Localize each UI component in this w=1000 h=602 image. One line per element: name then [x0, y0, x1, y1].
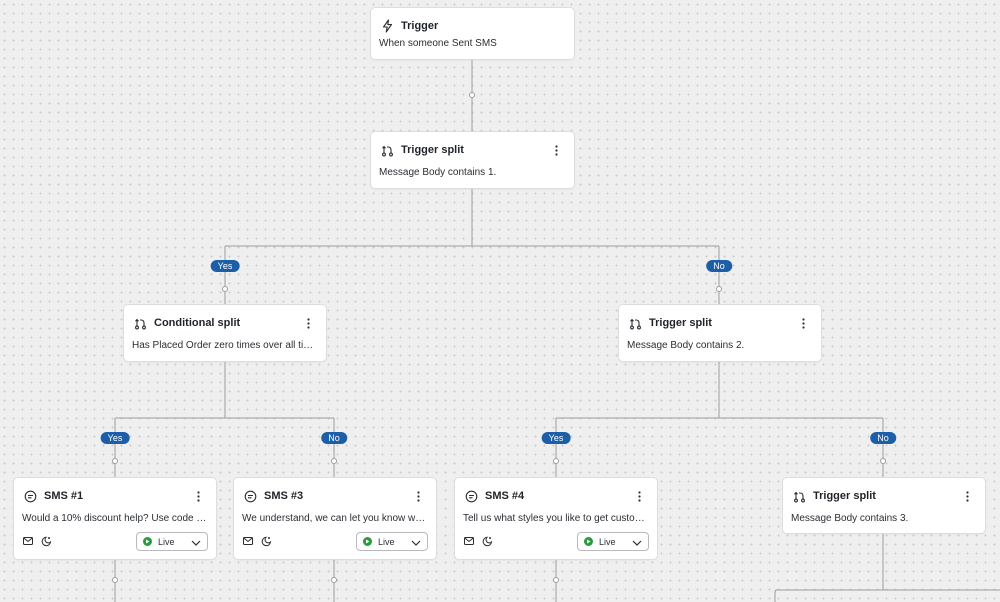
smart-sending-icon	[260, 535, 272, 547]
more-options-icon[interactable]	[797, 315, 809, 331]
status-label: Live	[158, 536, 175, 547]
node-title: SMS #1	[44, 490, 84, 502]
node-description: Tell us what styles you like to get cust…	[463, 513, 649, 524]
node-title: Trigger	[401, 20, 439, 32]
trigger-split-node[interactable]: Trigger split Message Body contains 1.	[371, 132, 574, 188]
trigger-split-node[interactable]: Trigger split Message Body contains 2.	[619, 305, 821, 361]
sms-node[interactable]: SMS #3 We understand, we can let you kno…	[234, 478, 436, 559]
play-icon	[584, 537, 593, 546]
mail-icon	[22, 535, 34, 547]
message-icon	[22, 488, 38, 504]
status-select[interactable]: Live	[577, 532, 649, 551]
message-icon	[242, 488, 258, 504]
node-description: Message Body contains 1.	[379, 167, 497, 178]
node-title: Trigger split	[649, 317, 712, 329]
play-icon	[363, 537, 372, 546]
trigger-split-node[interactable]: Trigger split Message Body contains 3.	[783, 478, 985, 533]
node-title: Conditional split	[154, 317, 241, 329]
mail-icon	[463, 535, 475, 547]
split-icon	[627, 315, 643, 331]
node-description: We understand, we can let you know whe..…	[242, 513, 428, 524]
chevron-down-icon	[411, 533, 421, 551]
sms-node[interactable]: SMS #4 Tell us what styles you like to g…	[455, 478, 657, 559]
branch-label-no: No	[321, 432, 347, 444]
node-description: Message Body contains 3.	[791, 513, 909, 524]
node-description: When someone Sent SMS	[379, 38, 497, 49]
branch-label-yes: Yes	[100, 432, 130, 444]
branch-label-yes: Yes	[541, 432, 571, 444]
split-icon	[791, 488, 807, 504]
branch-label-no: No	[870, 432, 896, 444]
more-options-icon[interactable]	[412, 488, 424, 504]
conditional-split-node[interactable]: Conditional split Has Placed Order zero …	[124, 305, 326, 361]
node-title: Trigger split	[813, 490, 876, 502]
play-icon	[143, 537, 152, 546]
more-options-icon[interactable]	[192, 488, 204, 504]
status-select[interactable]: Live	[136, 532, 208, 551]
more-options-icon[interactable]	[633, 488, 645, 504]
status-label: Live	[599, 536, 616, 547]
status-select[interactable]: Live	[356, 532, 428, 551]
split-icon	[132, 315, 148, 331]
more-options-icon[interactable]	[961, 488, 973, 504]
node-description: Has Placed Order zero times over all tim…	[132, 340, 318, 351]
lightning-icon	[379, 18, 395, 34]
node-description: Message Body contains 2.	[627, 340, 745, 351]
mail-icon	[242, 535, 254, 547]
status-label: Live	[378, 536, 395, 547]
split-icon	[379, 142, 395, 158]
sms-node[interactable]: SMS #1 Would a 10% discount help? Use co…	[14, 478, 216, 559]
node-description: Would a 10% discount help? Use code G...	[22, 513, 208, 524]
chevron-down-icon	[191, 533, 201, 551]
node-title: Trigger split	[401, 144, 464, 156]
branch-label-no: No	[706, 260, 732, 272]
more-options-icon[interactable]	[550, 142, 562, 158]
branch-label-yes: Yes	[210, 260, 240, 272]
trigger-node[interactable]: Trigger When someone Sent SMS	[371, 8, 574, 59]
chevron-down-icon	[632, 533, 642, 551]
smart-sending-icon	[481, 535, 493, 547]
node-title: SMS #3	[264, 490, 304, 502]
node-title: SMS #4	[485, 490, 525, 502]
smart-sending-icon	[40, 535, 52, 547]
message-icon	[463, 488, 479, 504]
more-options-icon[interactable]	[302, 315, 314, 331]
